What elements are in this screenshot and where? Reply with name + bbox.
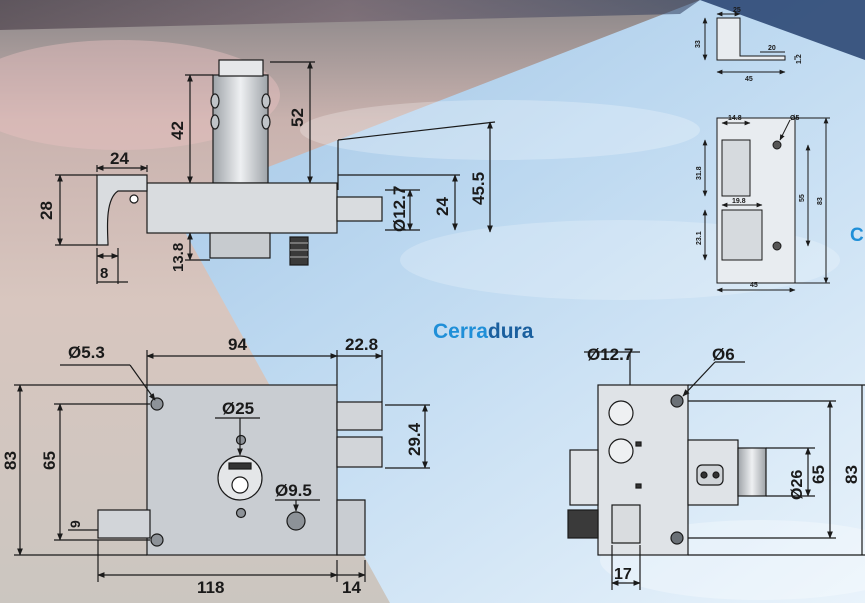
dim-83: 83	[1, 451, 20, 470]
dim-65: 65	[40, 451, 59, 470]
cylinder-body	[212, 74, 269, 184]
dim-dia-12-7: Ø12.7	[390, 186, 409, 232]
dim-24-b: 24	[433, 197, 452, 216]
strike-view-labels: 25 33 20 1.2 45	[695, 7, 803, 83]
dim-55: 55	[799, 194, 806, 202]
dim-19-8: 19.8	[732, 198, 746, 205]
dim-dia-5: Ø5	[790, 115, 799, 122]
front-view	[14, 350, 430, 582]
cylinder-back	[737, 447, 767, 497]
lock-body-side	[146, 182, 338, 234]
dim-45-strike: 45	[745, 76, 753, 83]
dim-14: 14	[342, 578, 361, 597]
cylinder-cap	[218, 59, 264, 77]
dim-13-8: 13.8	[170, 243, 187, 272]
dim-83-plate: 83	[817, 197, 824, 205]
dim-dia-12-7-back: Ø12.7	[587, 345, 633, 364]
strike-profile	[96, 174, 148, 246]
dim-118: 118	[197, 578, 224, 597]
plate-view-labels: 14.8 Ø5 31.8 19.8 55 83 23.1 45	[696, 115, 824, 289]
dim-dia-25: Ø25	[222, 399, 254, 418]
dim-23-1: 23.1	[696, 231, 703, 245]
dim-14-8: 14.8	[728, 115, 742, 122]
dim-94: 94	[228, 335, 247, 354]
dim-dia-26: Ø26	[789, 470, 806, 500]
plate-view	[702, 117, 830, 293]
dim-dia-9-5: Ø9.5	[275, 481, 312, 500]
dim-9: 9	[67, 520, 83, 528]
dim-33-strike: 33	[695, 40, 702, 48]
dim-31-8: 31.8	[696, 166, 703, 180]
dim-45-5: 45.5	[469, 172, 488, 205]
edge-letter: C	[850, 225, 864, 246]
dim-29-4: 29.4	[405, 422, 424, 456]
strike-view	[702, 11, 796, 75]
knob	[289, 236, 309, 266]
side-view	[55, 59, 496, 284]
dim-22-8: 22.8	[345, 335, 378, 354]
title-cerradura: Cerradura	[433, 320, 534, 343]
title-suffix: dura	[488, 320, 534, 343]
dim-25-strike: 25	[733, 7, 741, 14]
knob-back	[567, 509, 599, 539]
dim-83-back: 83	[842, 465, 861, 484]
dim-28: 28	[37, 201, 56, 220]
back-view-labels: Ø12.7 Ø6 Ø26 65 83 17	[587, 345, 861, 583]
title-prefix: Cerra	[433, 320, 488, 343]
dim-dia-6: Ø6	[712, 345, 735, 364]
dim-65-back: 65	[809, 465, 828, 484]
dim-20-strike: 20	[768, 45, 776, 52]
dim-17: 17	[614, 566, 632, 583]
dim-1-2-strike: 1.2	[796, 54, 803, 64]
bolt-tab	[209, 232, 271, 259]
front-view-labels: Ø5.3 94 22.8 Ø25 29.4 83 65 Ø9.5 9 118 1…	[1, 335, 424, 597]
side-view-labels: 24 28 42 52 8 13.8 Ø12.7 24 45.5	[37, 108, 488, 282]
dim-52: 52	[288, 108, 307, 127]
dim-45-plate: 45	[750, 282, 758, 289]
dim-42: 42	[168, 121, 187, 140]
dim-dia-5-3: Ø5.3	[68, 343, 105, 362]
back-view	[567, 351, 865, 590]
dim-8: 8	[100, 265, 108, 282]
dim-24: 24	[110, 149, 129, 168]
